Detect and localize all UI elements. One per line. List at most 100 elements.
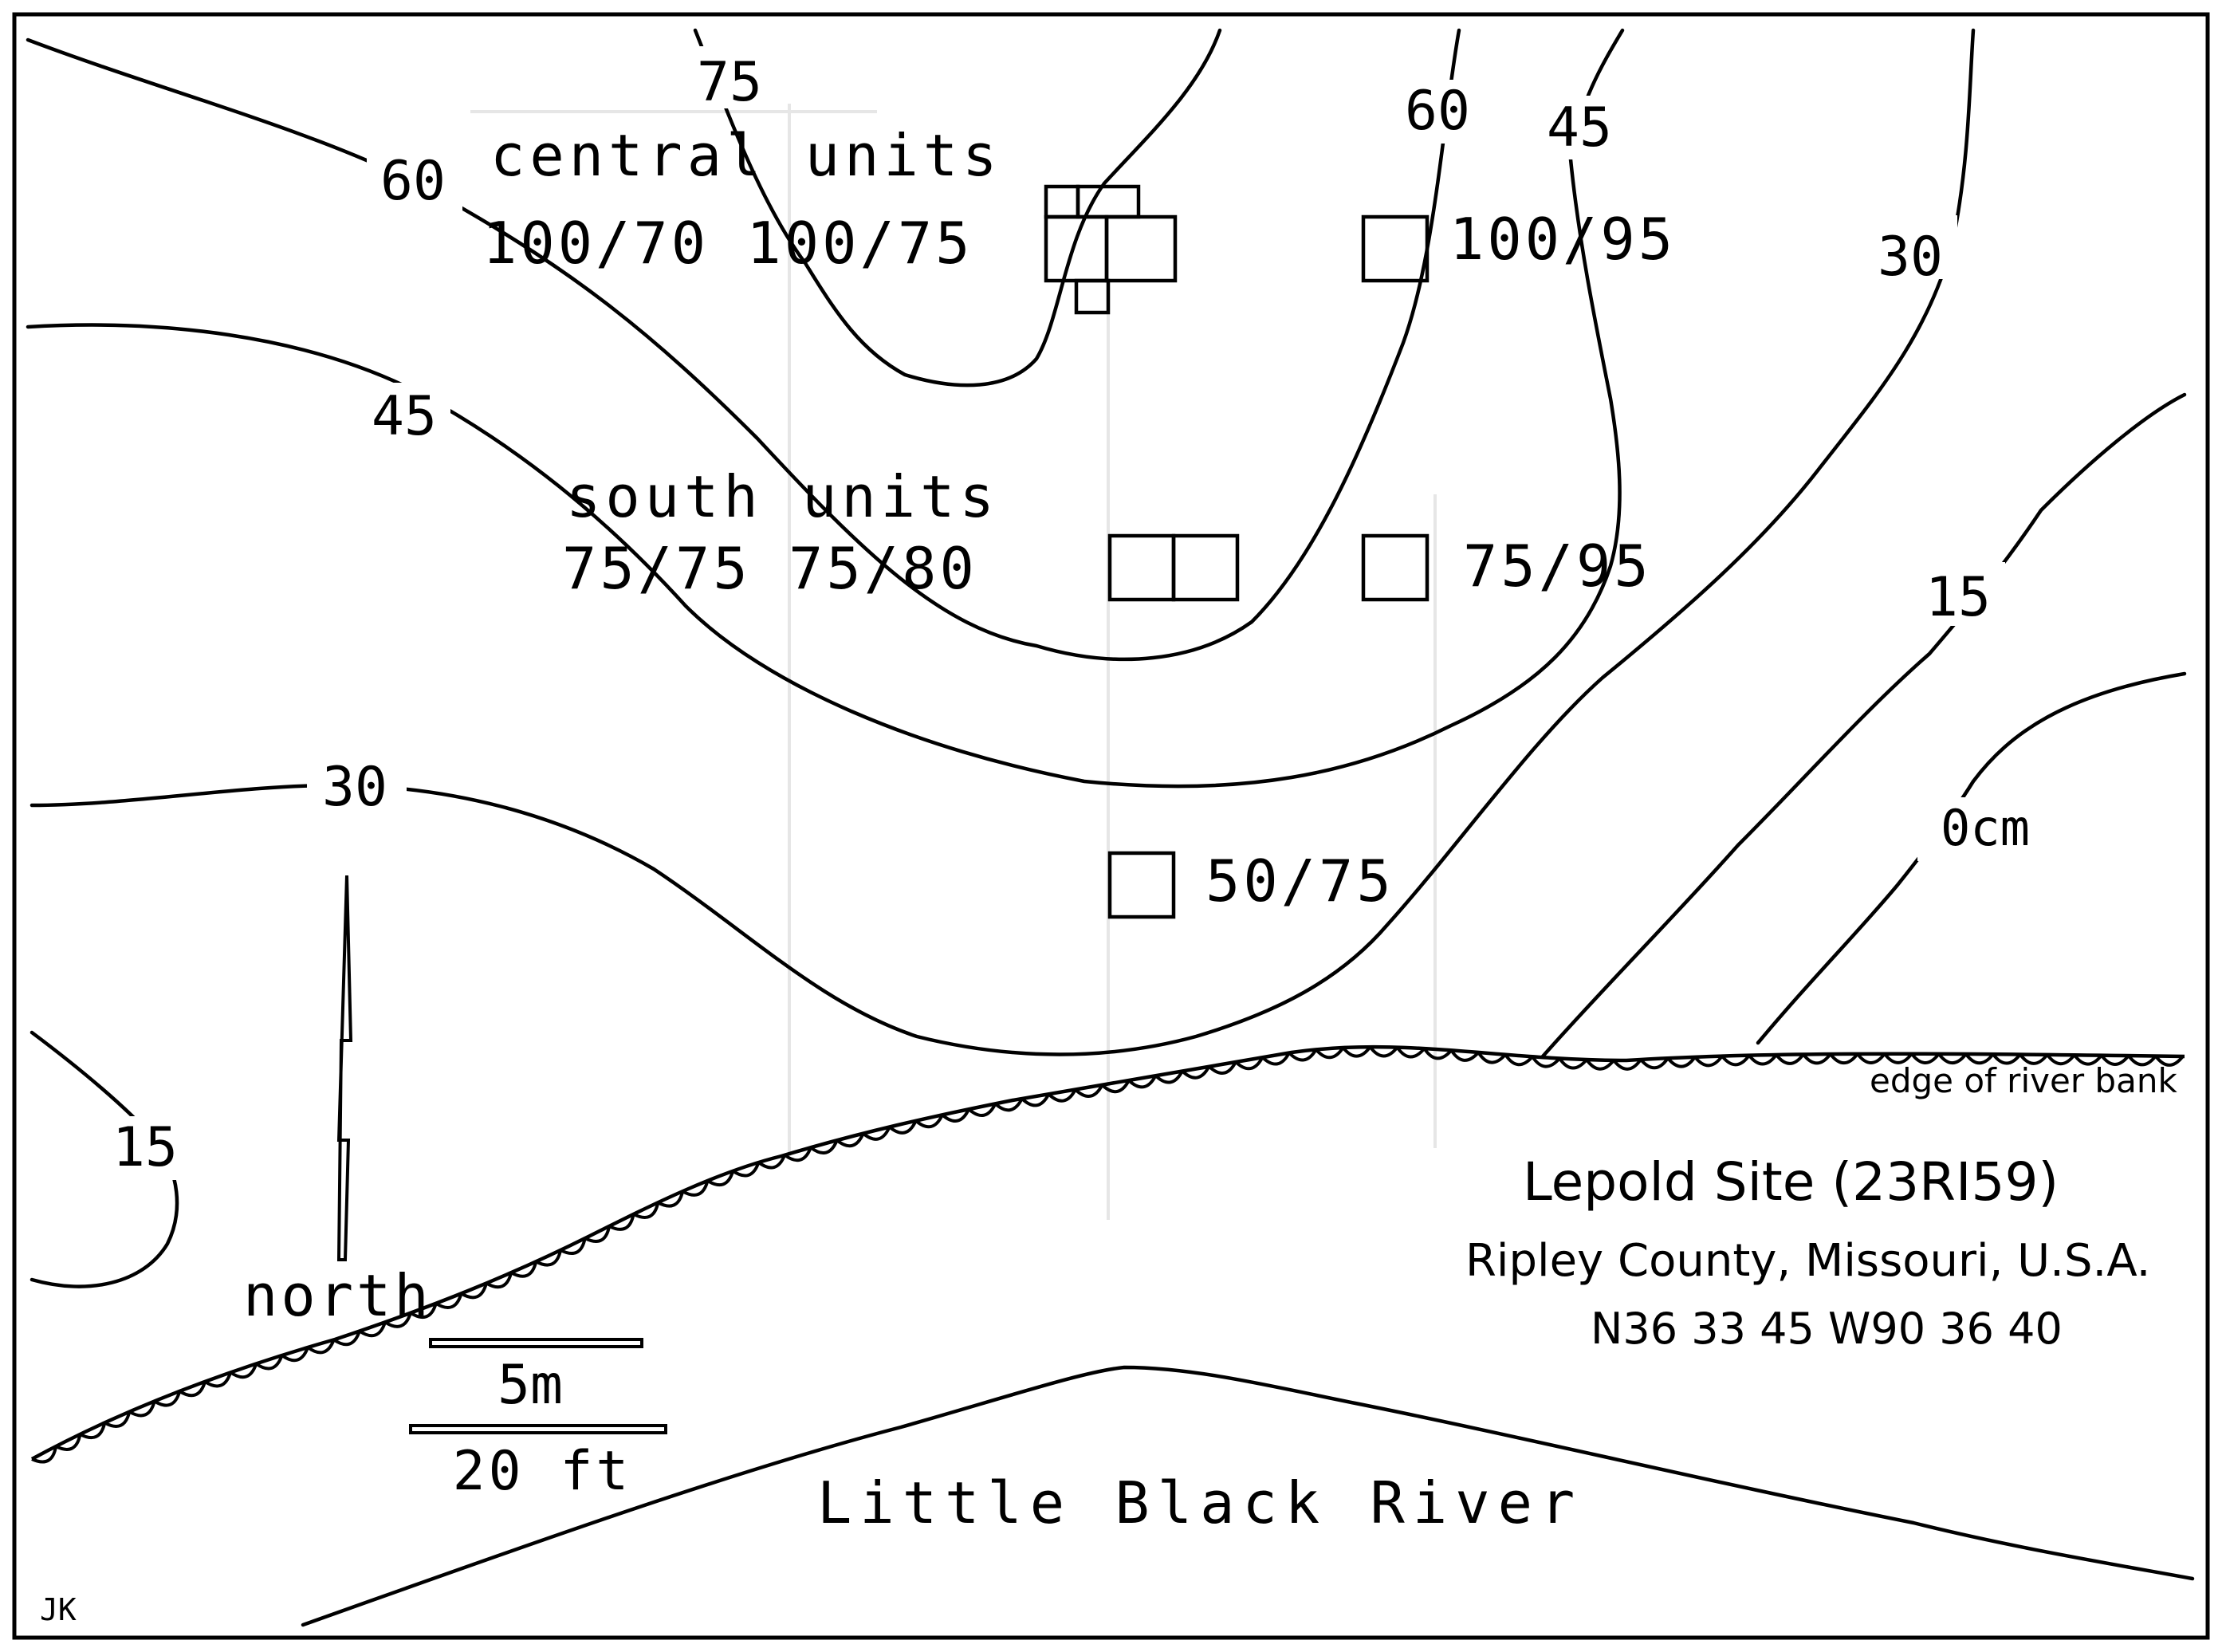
bank-scallop bbox=[1612, 1058, 1642, 1071]
bank-scallop bbox=[1477, 1051, 1507, 1064]
central-units-ids: 100/70 100/75 bbox=[482, 210, 973, 277]
bank-scallop bbox=[2154, 1055, 2185, 1067]
bank-scallop bbox=[1531, 1056, 1561, 1068]
bank-scallop bbox=[2127, 1054, 2157, 1067]
unit-square-central-nw bbox=[1044, 184, 1080, 219]
unit-square-75-95 bbox=[1361, 533, 1430, 602]
site-coordinates: N36 33 45 W90 36 40 bbox=[1591, 1304, 2063, 1354]
central-units-title: central units bbox=[490, 122, 1002, 189]
north-arrow: north bbox=[243, 875, 432, 1329]
bank-scallop bbox=[1288, 1048, 1318, 1062]
contour-label-75: 75 bbox=[697, 51, 762, 114]
south-east-unit-id: 75/95 bbox=[1463, 533, 1652, 600]
unit-square-75-80 bbox=[1171, 533, 1240, 602]
bank-scallop bbox=[888, 1119, 918, 1135]
bank-scallop bbox=[1342, 1045, 1372, 1058]
contour-label-30-east: 30 bbox=[1878, 226, 1943, 289]
contour-label-45-west: 45 bbox=[372, 385, 437, 448]
unit-square-50-75 bbox=[1107, 851, 1176, 919]
bank-scallop bbox=[809, 1139, 839, 1154]
contour-15-b bbox=[29, 1030, 179, 1288]
bank-scallop bbox=[757, 1154, 787, 1170]
south-units-title: south units bbox=[566, 463, 999, 530]
bank-scallop bbox=[179, 1381, 207, 1398]
contour-30-a bbox=[29, 28, 1976, 1056]
bank-scallop bbox=[1666, 1056, 1697, 1068]
bank-scallop bbox=[1721, 1054, 1751, 1067]
river-bank-label: edge of river bank bbox=[1870, 1061, 2177, 1100]
bank-scallop bbox=[1558, 1057, 1588, 1070]
contour-45-a bbox=[26, 28, 1625, 789]
contour-label-30-west: 30 bbox=[322, 756, 387, 819]
contour-label-60-west: 60 bbox=[380, 150, 446, 213]
bank-scallop bbox=[2019, 1053, 2049, 1065]
map-frame bbox=[12, 12, 2210, 1640]
contour-label-45-north: 45 bbox=[1547, 96, 1612, 159]
bank-scallop bbox=[657, 1190, 685, 1208]
bank-scallop bbox=[1585, 1058, 1615, 1071]
bank-scallop bbox=[608, 1213, 635, 1231]
unit-labels: central units 100/70 100/75 100/95 south… bbox=[482, 122, 1673, 914]
bank-scallop bbox=[914, 1114, 944, 1129]
bank-scallop bbox=[435, 1292, 463, 1309]
bank-scallop bbox=[994, 1098, 1024, 1112]
bank-scallop bbox=[967, 1103, 997, 1117]
contour-label-15-west: 15 bbox=[112, 1116, 178, 1179]
bank-scallops bbox=[31, 1045, 2185, 1464]
river-name-label: Little Black River bbox=[817, 1469, 1583, 1536]
bank-scallop bbox=[1639, 1057, 1669, 1070]
bank-scallop bbox=[31, 1446, 58, 1464]
north-arrow-icon bbox=[336, 875, 353, 1261]
contour-15-a bbox=[1540, 392, 2187, 1059]
north-label: north bbox=[243, 1262, 432, 1329]
bank-scallop bbox=[486, 1272, 513, 1289]
unit-square-75-75 bbox=[1107, 533, 1176, 602]
bank-scallop bbox=[535, 1249, 563, 1267]
bank-scallop bbox=[836, 1132, 865, 1148]
contour-label-60-north: 60 bbox=[1405, 80, 1470, 143]
bank-scallop bbox=[358, 1321, 387, 1338]
bank-scallop bbox=[682, 1180, 710, 1197]
bank-scallop bbox=[1937, 1052, 1968, 1065]
site-title-block: Lepold Site (23RI59) Ripley County, Miss… bbox=[1465, 1151, 2150, 1354]
bank-scallop bbox=[1856, 1052, 1886, 1064]
bank-scallop bbox=[1208, 1060, 1237, 1075]
bank-scallop bbox=[55, 1434, 82, 1451]
bank-scallop bbox=[560, 1237, 587, 1255]
bank-scallop bbox=[1964, 1052, 1995, 1065]
bank-scallop bbox=[1910, 1052, 1941, 1064]
site-name: Lepold Site (23RI59) bbox=[1523, 1151, 2059, 1213]
bank-scallop bbox=[584, 1225, 612, 1243]
bank-scallop bbox=[510, 1261, 538, 1278]
bank-scallop bbox=[2073, 1053, 2103, 1066]
survey-grid bbox=[470, 104, 1437, 1220]
bank-scallop bbox=[1748, 1053, 1778, 1066]
bank-scallop bbox=[409, 1303, 438, 1320]
bank-scallop bbox=[1234, 1056, 1264, 1071]
bank-scallop bbox=[332, 1330, 361, 1347]
bank-scallop bbox=[732, 1162, 761, 1178]
bank-scallop bbox=[383, 1312, 412, 1328]
bank-scallop bbox=[1021, 1093, 1051, 1107]
bank-scallop bbox=[1829, 1052, 1859, 1065]
river-bank-edge bbox=[30, 1044, 2185, 1464]
bank-scallop bbox=[104, 1411, 132, 1428]
unit-square-central-w bbox=[1044, 214, 1109, 283]
bank-scallop bbox=[1154, 1070, 1184, 1084]
bank-scallop bbox=[1693, 1055, 1724, 1068]
bank-scallop bbox=[2100, 1054, 2130, 1066]
river-shoreline bbox=[301, 1365, 2195, 1627]
bank-scallop bbox=[1368, 1045, 1399, 1058]
bank-scallop bbox=[1422, 1047, 1453, 1060]
bank-scallop bbox=[460, 1282, 488, 1300]
bank-scallop bbox=[2046, 1053, 2076, 1066]
bank-scallop bbox=[1504, 1053, 1534, 1067]
unit-square-100-95 bbox=[1361, 214, 1430, 283]
south-units-ids: 75/75 75/80 bbox=[562, 535, 977, 602]
bank-scallop bbox=[1127, 1075, 1158, 1089]
contour-label-0cm: 0cm bbox=[1941, 799, 2030, 857]
bank-scallop bbox=[784, 1147, 812, 1162]
scale-label-metric: 5m bbox=[497, 1354, 563, 1417]
bank-scallop bbox=[281, 1347, 309, 1363]
bank-scallop bbox=[1101, 1080, 1131, 1094]
